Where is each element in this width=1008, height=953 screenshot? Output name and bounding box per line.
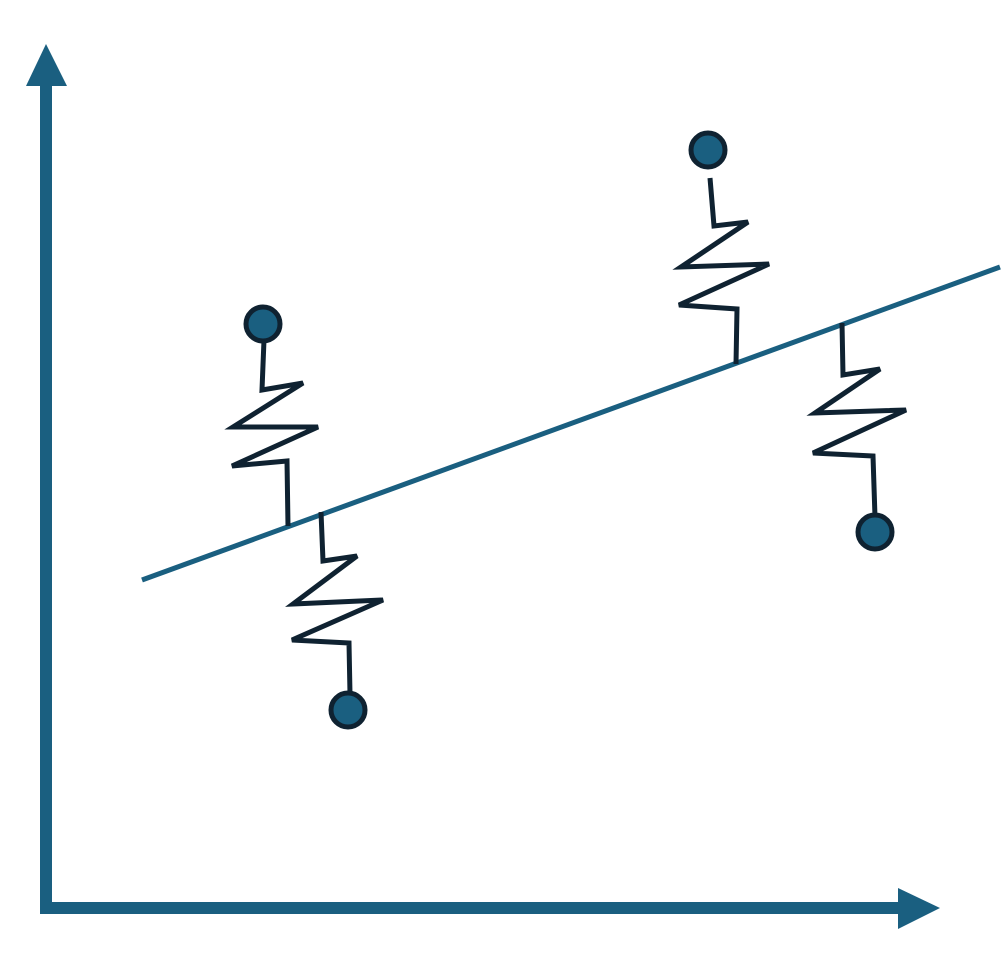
data-point-2-icon: [328, 690, 368, 730]
data-points: [243, 130, 895, 730]
spring-1-icon: [224, 339, 320, 527]
x-axis: [40, 888, 940, 929]
x-axis-arrow-icon: [898, 888, 940, 929]
spring-3-icon: [672, 177, 771, 365]
springs: [224, 177, 908, 695]
data-point-1-icon: [243, 304, 283, 344]
data-point-4-icon: [855, 512, 895, 552]
spring-4-icon: [806, 322, 908, 518]
data-point-3-icon: [688, 130, 728, 170]
y-axis: [26, 44, 67, 910]
y-axis-arrow-icon: [26, 44, 67, 86]
spring-2-icon: [285, 511, 385, 695]
fit-line: [141, 264, 1001, 583]
